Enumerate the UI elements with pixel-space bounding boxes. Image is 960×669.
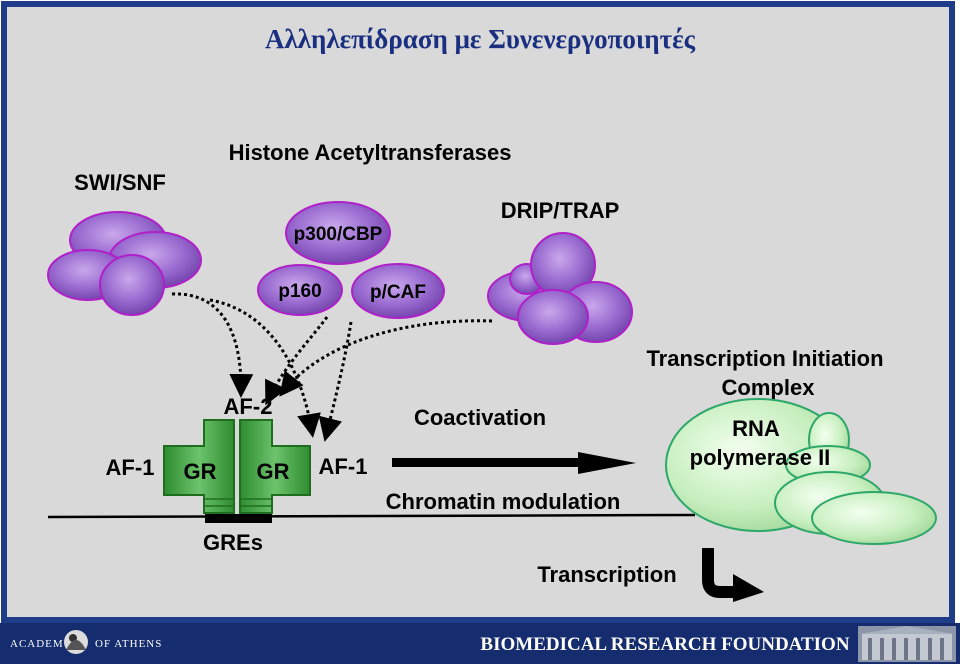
swisnf-complex (47, 211, 202, 316)
academy-emblem-icon (64, 630, 88, 654)
footer-foundation: BIOMEDICAL RESEARCH FOUNDATION (480, 634, 849, 655)
swisnf-label: SWI/SNF (74, 170, 166, 195)
dna-line (47, 513, 696, 519)
footer-academy-left: ACADEMY (10, 638, 73, 650)
coactivation-label: Coactivation (414, 405, 546, 430)
recruitment-arrows (171, 292, 493, 442)
gr-left-label: GR (184, 459, 217, 484)
coactivation-arrow (392, 452, 636, 474)
af1-left-label: AF-1 (106, 455, 155, 480)
chromatin-label: Chromatin modulation (386, 489, 621, 514)
arrow-swisnf-to-af2 (171, 292, 254, 398)
p160-blob: p160 (257, 264, 343, 316)
pcaf-blob: p/CAF (351, 263, 445, 319)
af1-right-label: AF-1 (319, 454, 368, 479)
building-photo-icon (858, 626, 956, 662)
p160-label: p160 (278, 281, 321, 302)
drip-label: DRIP/TRAP (501, 198, 620, 223)
transcription-arrow (702, 548, 764, 602)
arrow-swisnf-to-af1 (209, 298, 321, 438)
p300-label: p300/CBP (294, 224, 383, 245)
gr-right-label: GR (257, 459, 290, 484)
rna-label-line1: RNA (732, 416, 780, 441)
slide-title: Αλληλεπίδραση με Συνενεργοποιητές (265, 24, 696, 54)
footer-academy-right: OF ATHENS (95, 638, 162, 650)
pcaf-label: p/CAF (370, 282, 426, 303)
arrow-pcaf-to-af1 (318, 321, 353, 442)
rna-polymerase-complex: RNA polymerase II (665, 398, 937, 545)
gre-bar (205, 514, 272, 523)
gres-label: GREs (203, 530, 263, 555)
gr-right-shape (239, 419, 311, 514)
tic-label-line2: Complex (722, 375, 816, 400)
arrow-drip-to-af2 (279, 319, 493, 397)
af2-label: AF-2 (224, 394, 273, 419)
drip-trap-complex (487, 232, 633, 345)
hat-label: Histone Acetyltransferases (229, 140, 512, 165)
gr-dimer: GR GR (163, 419, 311, 514)
rna-label-line2: polymerase II (690, 445, 831, 470)
tic-label-line1: Transcription Initiation (646, 346, 883, 371)
footer-bar (0, 623, 960, 664)
gr-left-shape (163, 419, 235, 514)
p300-cbp-blob: p300/CBP (285, 201, 391, 265)
transcription-label: Transcription (537, 562, 676, 587)
